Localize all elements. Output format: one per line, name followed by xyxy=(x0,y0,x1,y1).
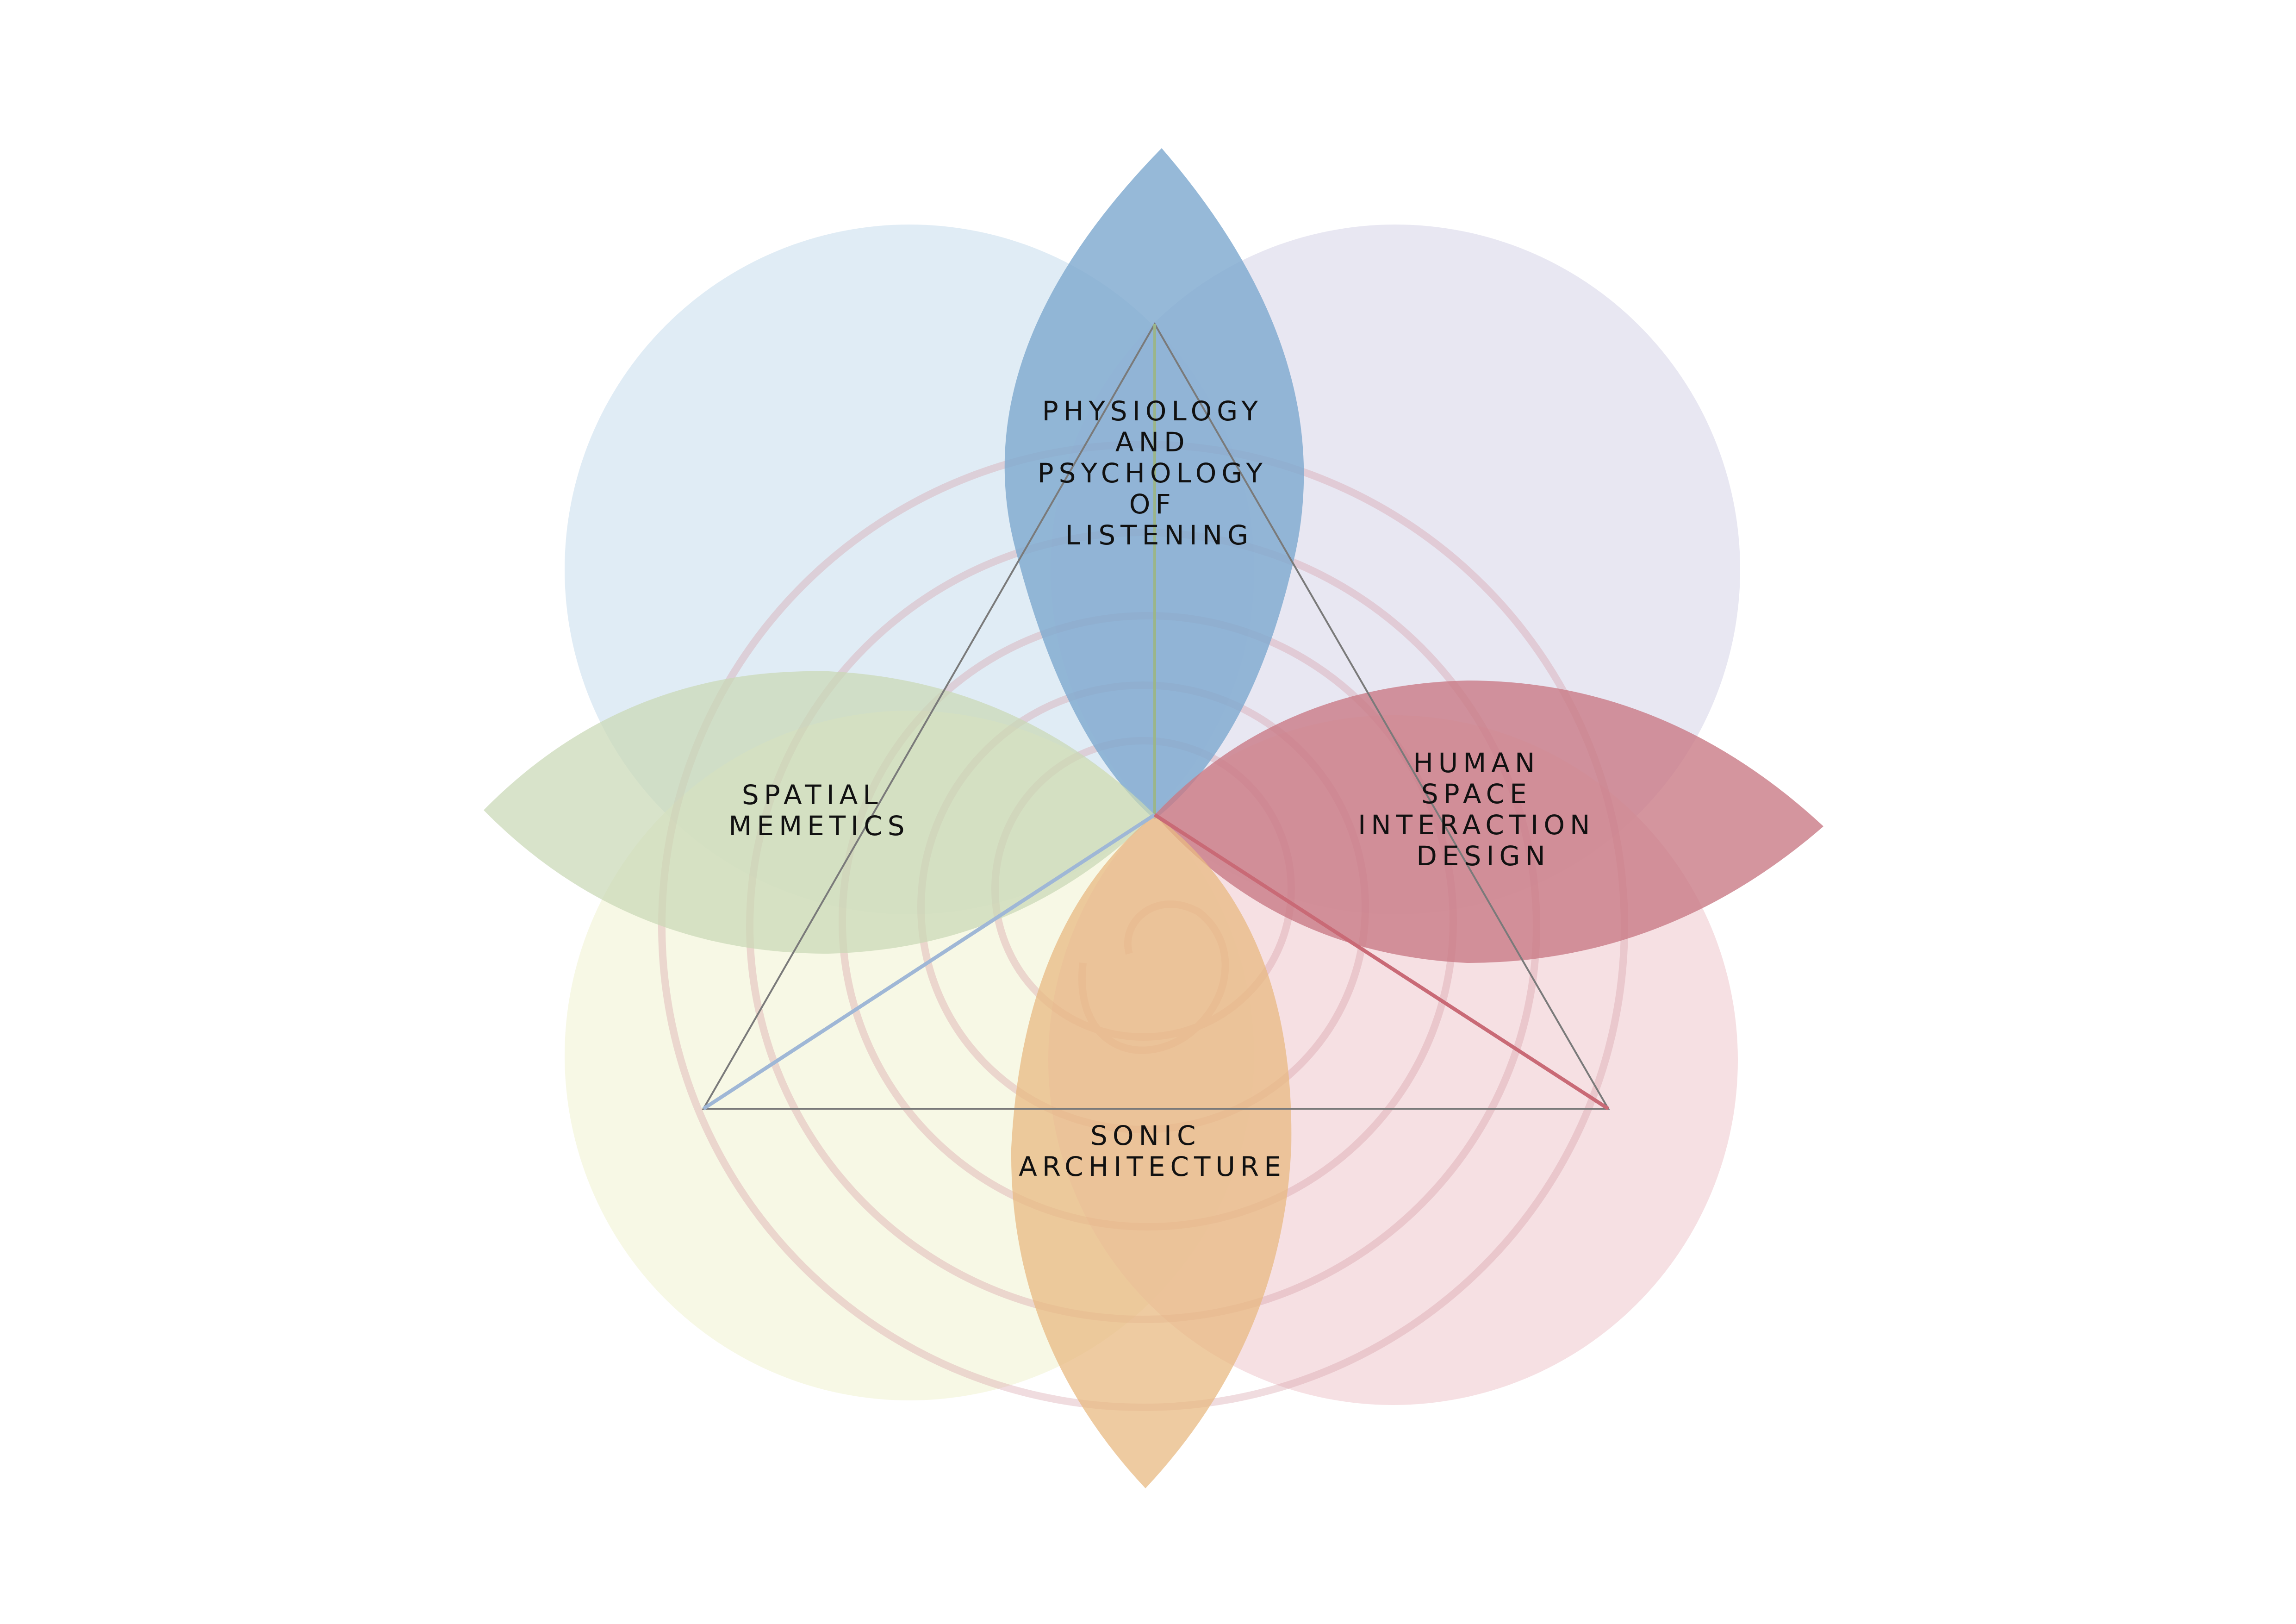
triangle-outline xyxy=(702,322,1610,1110)
label-top-line-5: LISTENING xyxy=(1065,519,1253,551)
label-left-line-1: SPATIAL xyxy=(742,779,883,811)
label-left-line-2: MEMETICS xyxy=(728,810,909,842)
triangle xyxy=(702,322,1610,1111)
label-top-line-4: OF xyxy=(1129,488,1176,520)
line-center-right xyxy=(1153,813,1610,1111)
line-center-left xyxy=(702,813,1156,1111)
label-right-line-3: INTERACTION xyxy=(1358,809,1595,841)
label-left: SPATIAL MEMETICS xyxy=(728,779,909,842)
label-right-line-4: DESIGN xyxy=(1416,840,1550,872)
label-right: HUMAN SPACE INTERACTION DESIGN xyxy=(1358,747,1609,872)
petal-right xyxy=(1155,681,1823,963)
label-bottom-line-2: ARCHITECTURE xyxy=(1019,1151,1286,1182)
petal-left xyxy=(484,671,1155,954)
label-top-line-1: PHYSIOLOGY xyxy=(1042,395,1263,427)
label-top-line-2: AND xyxy=(1115,426,1190,458)
label-bottom-line-1: SONIC xyxy=(1090,1120,1201,1151)
label-bottom: SONIC ARCHITECTURE xyxy=(1019,1120,1286,1182)
label-right-line-2: SPACE xyxy=(1421,778,1532,810)
label-top: PHYSIOLOGY AND PSYCHOLOGY OF LISTENING xyxy=(1038,395,1282,551)
petal-bottom xyxy=(1011,815,1292,1488)
label-right-line-1: HUMAN xyxy=(1413,747,1540,779)
label-top-line-3: PSYCHOLOGY xyxy=(1038,457,1268,489)
